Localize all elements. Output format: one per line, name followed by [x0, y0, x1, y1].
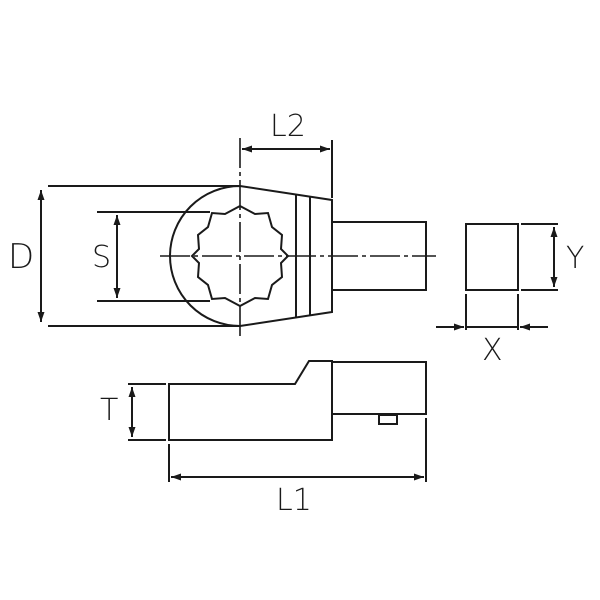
label-l1: L1 [276, 483, 312, 518]
label-x: X [482, 333, 503, 368]
side-shank-outline [332, 361, 427, 415]
label-t: T [100, 393, 119, 428]
side-view [128, 360, 427, 482]
detent-ball [378, 414, 398, 425]
side-body-outline [168, 360, 333, 441]
label-d: D [8, 237, 35, 277]
shank-section-view [436, 223, 558, 331]
label-l2: L2 [270, 109, 306, 144]
shank-cross-section [465, 223, 519, 291]
label-s: S [92, 240, 112, 275]
top-view [37, 138, 436, 338]
label-y: Y [566, 241, 585, 276]
ring-head-outline [169, 184, 333, 328]
